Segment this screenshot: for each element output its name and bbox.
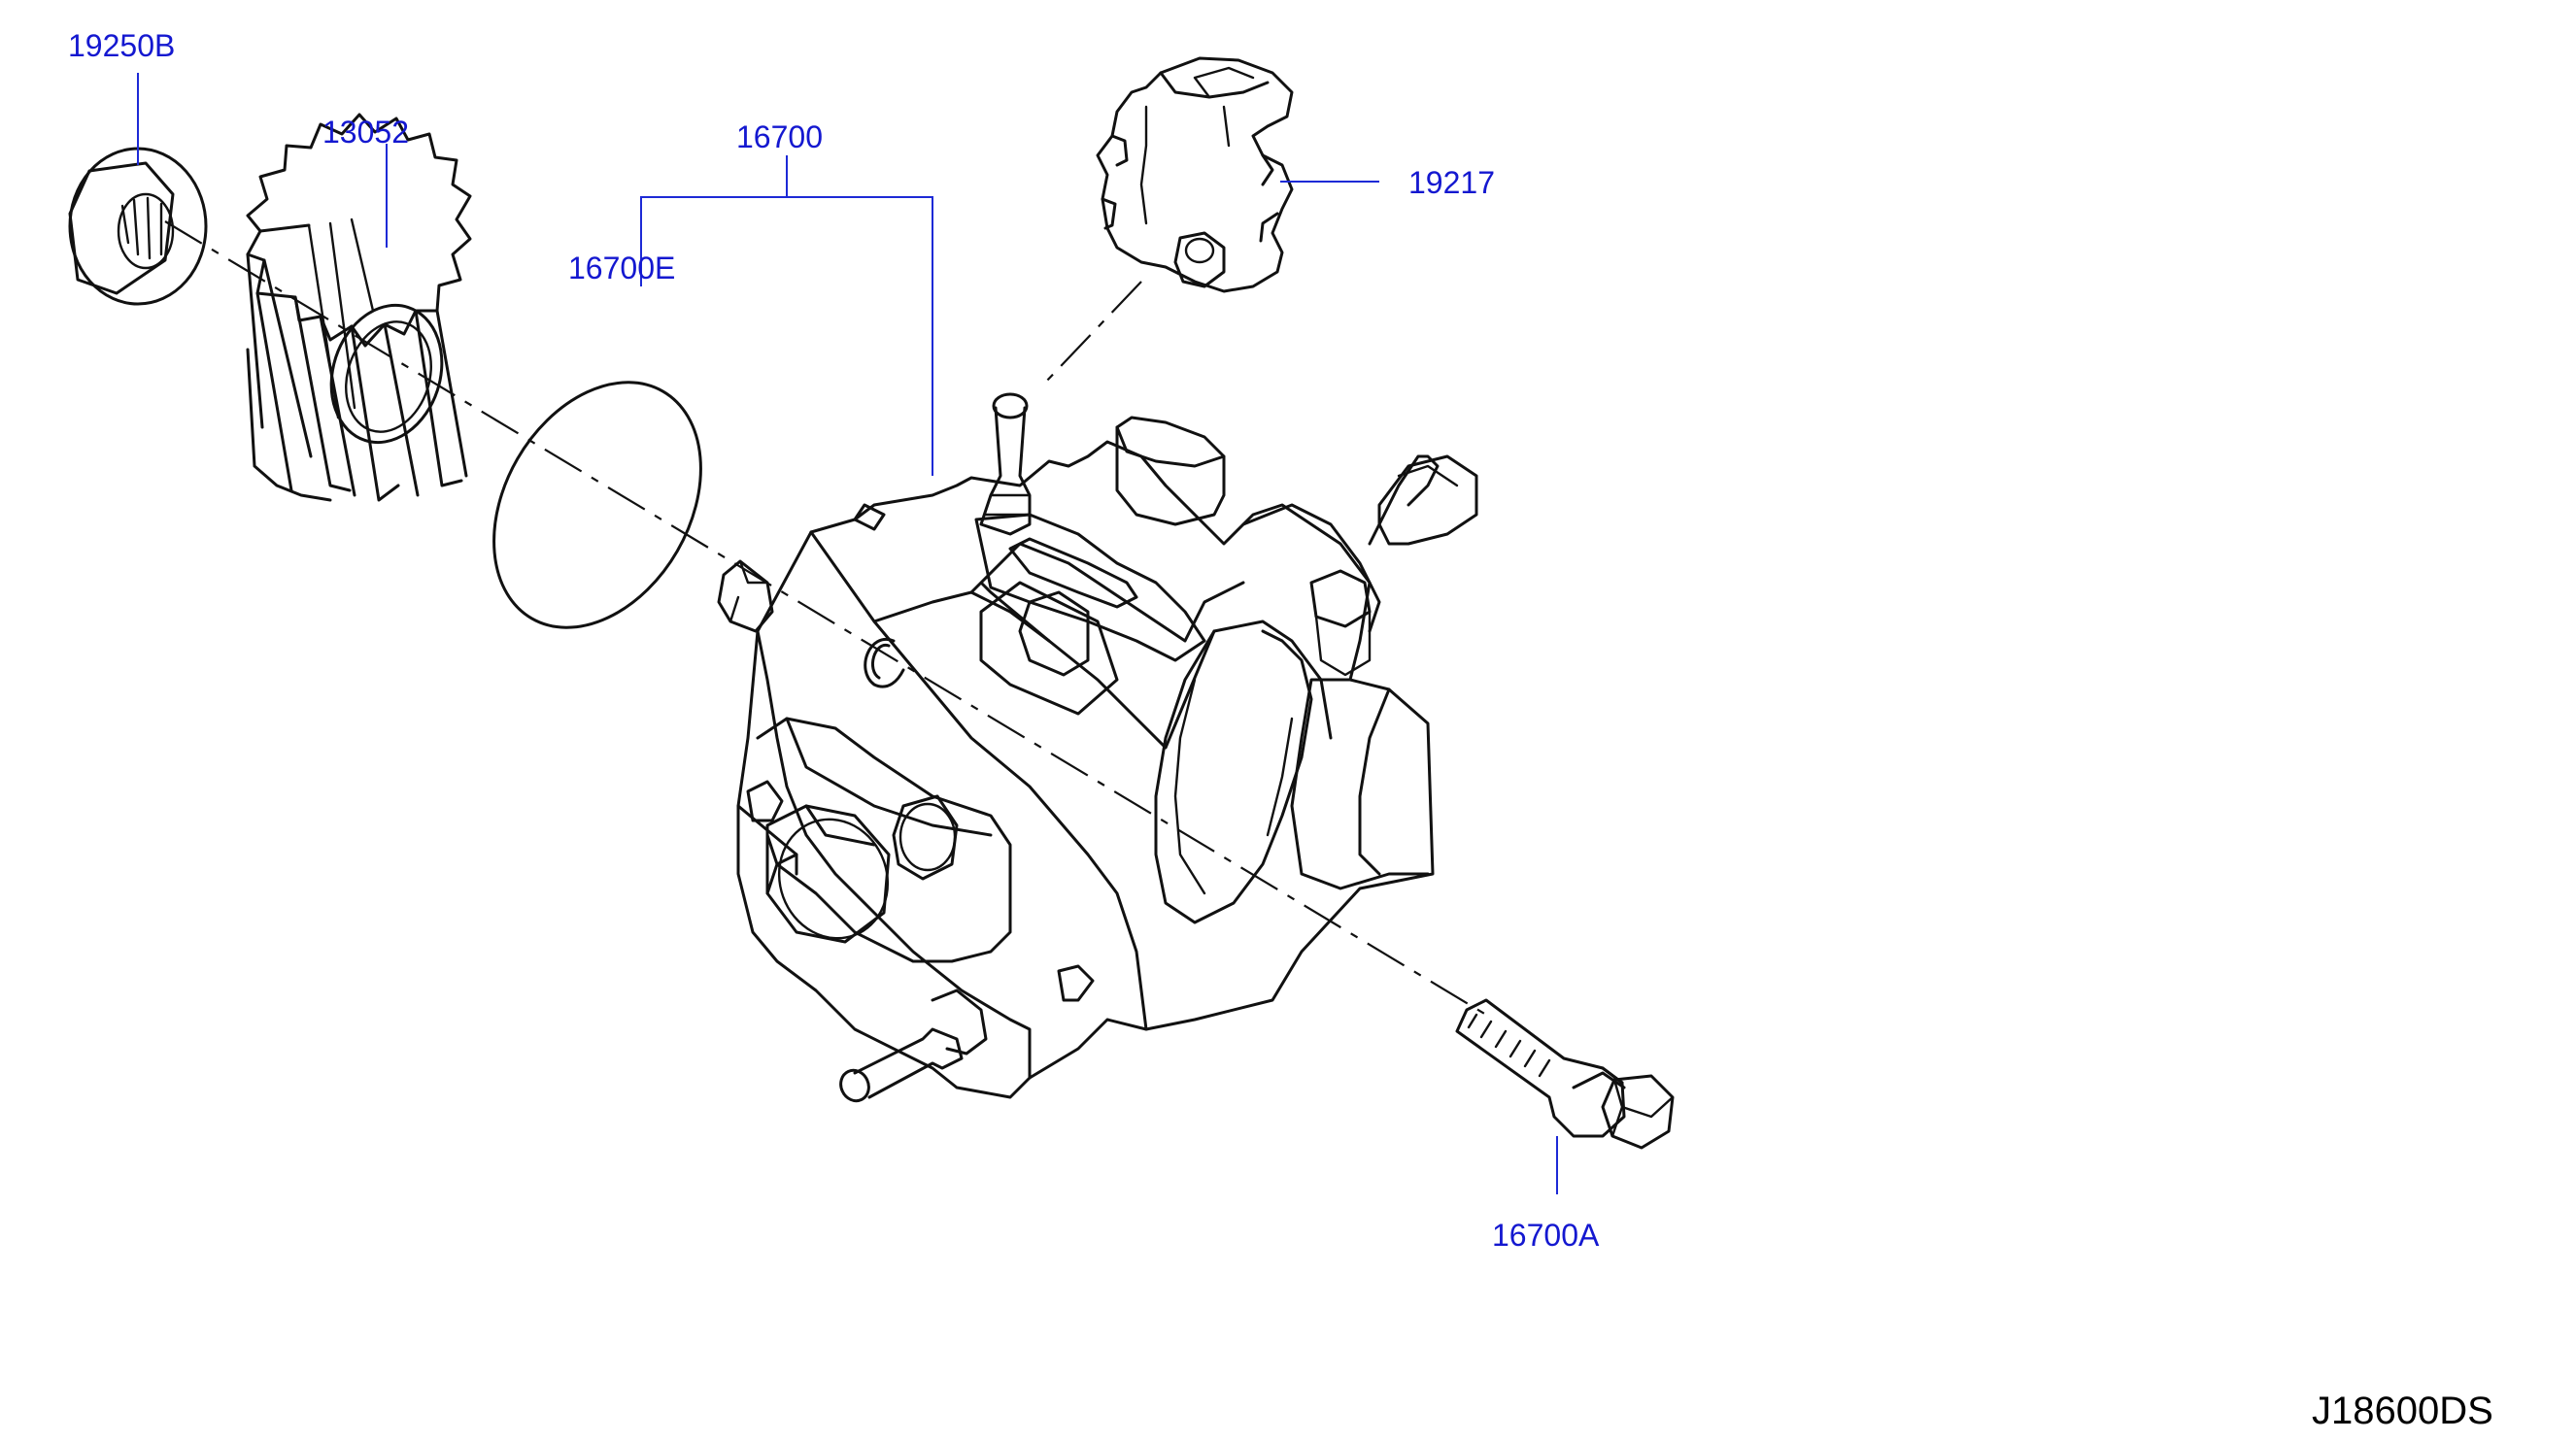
flange-nut-19250b[interactable] <box>68 147 208 306</box>
leader-lines <box>137 73 1558 1194</box>
callout-16700e: 16700E <box>568 251 675 285</box>
diagram-code: J18600DS <box>2312 1390 2493 1432</box>
callout-16700a: 16700A <box>1492 1218 1600 1253</box>
pump-gear-13052[interactable] <box>246 113 472 502</box>
assembly-axis-lines <box>164 220 1487 1016</box>
callout-16700: 16700 <box>736 119 823 154</box>
fuel-pump-assembly-16700[interactable] <box>717 392 1478 1105</box>
callout-19250b: 19250B <box>68 28 175 63</box>
callout-13052: 13052 <box>322 115 409 150</box>
mounting-bolt-16700a[interactable] <box>1455 998 1675 1150</box>
o-ring-gasket-16700e[interactable] <box>452 346 743 665</box>
callout-19217: 19217 <box>1408 165 1495 200</box>
pressure-sensor-19217[interactable] <box>1096 56 1294 293</box>
